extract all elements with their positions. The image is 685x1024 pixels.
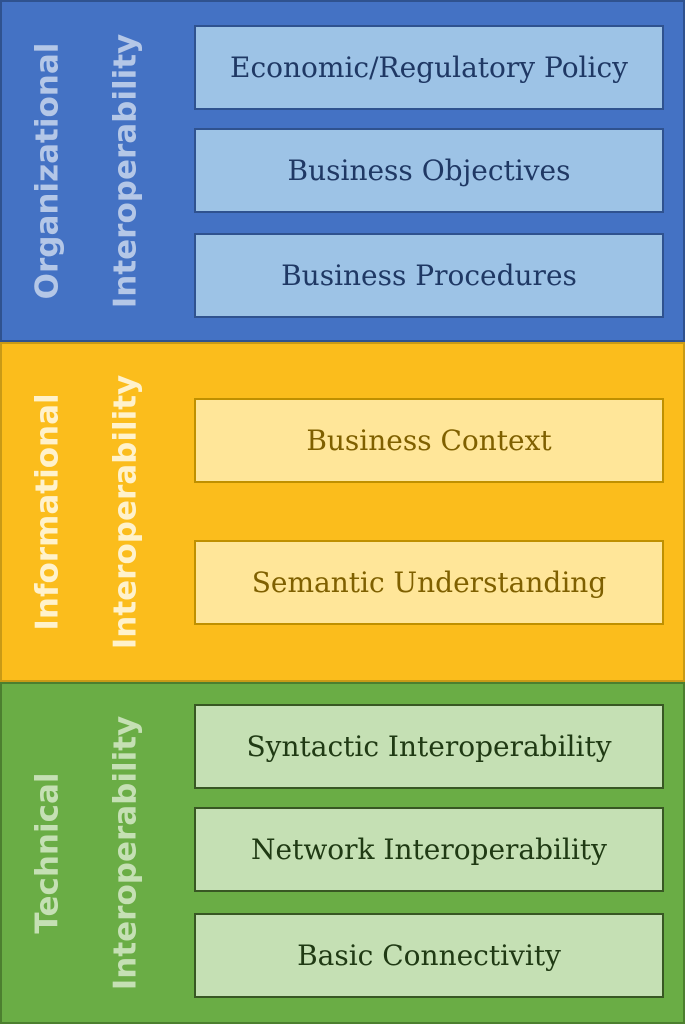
layer-label-line2: Interoperability (107, 33, 144, 309)
layer-item-box: Business Procedures (194, 233, 664, 318)
layer-label-line1: Informational (29, 393, 66, 631)
layer-item-box: Business Context (194, 398, 664, 483)
informational-layer: Informational Interoperability Business … (0, 342, 685, 682)
organizational-layer-label: Organizational Interoperability (2, 2, 202, 340)
layer-label-line2: Interoperability (107, 374, 144, 650)
layer-item-box: Economic/Regulatory Policy (194, 25, 664, 110)
technical-layer: Technical Interoperability Syntactic Int… (0, 682, 685, 1024)
layer-item-box: Syntactic Interoperability (194, 704, 664, 789)
layer-item-box: Semantic Understanding (194, 540, 664, 625)
layer-label-line1: Technical (29, 772, 66, 934)
layer-label-line2: Interoperability (107, 715, 144, 991)
layer-item-box: Business Objectives (194, 128, 664, 213)
technical-layer-label: Technical Interoperability (2, 684, 202, 1022)
layer-item-box: Network Interoperability (194, 807, 664, 892)
layer-item-box: Basic Connectivity (194, 913, 664, 998)
layer-label-line1: Organizational (29, 42, 66, 300)
informational-layer-label: Informational Interoperability (2, 344, 202, 680)
organizational-layer: Organizational Interoperability Economic… (0, 0, 685, 342)
